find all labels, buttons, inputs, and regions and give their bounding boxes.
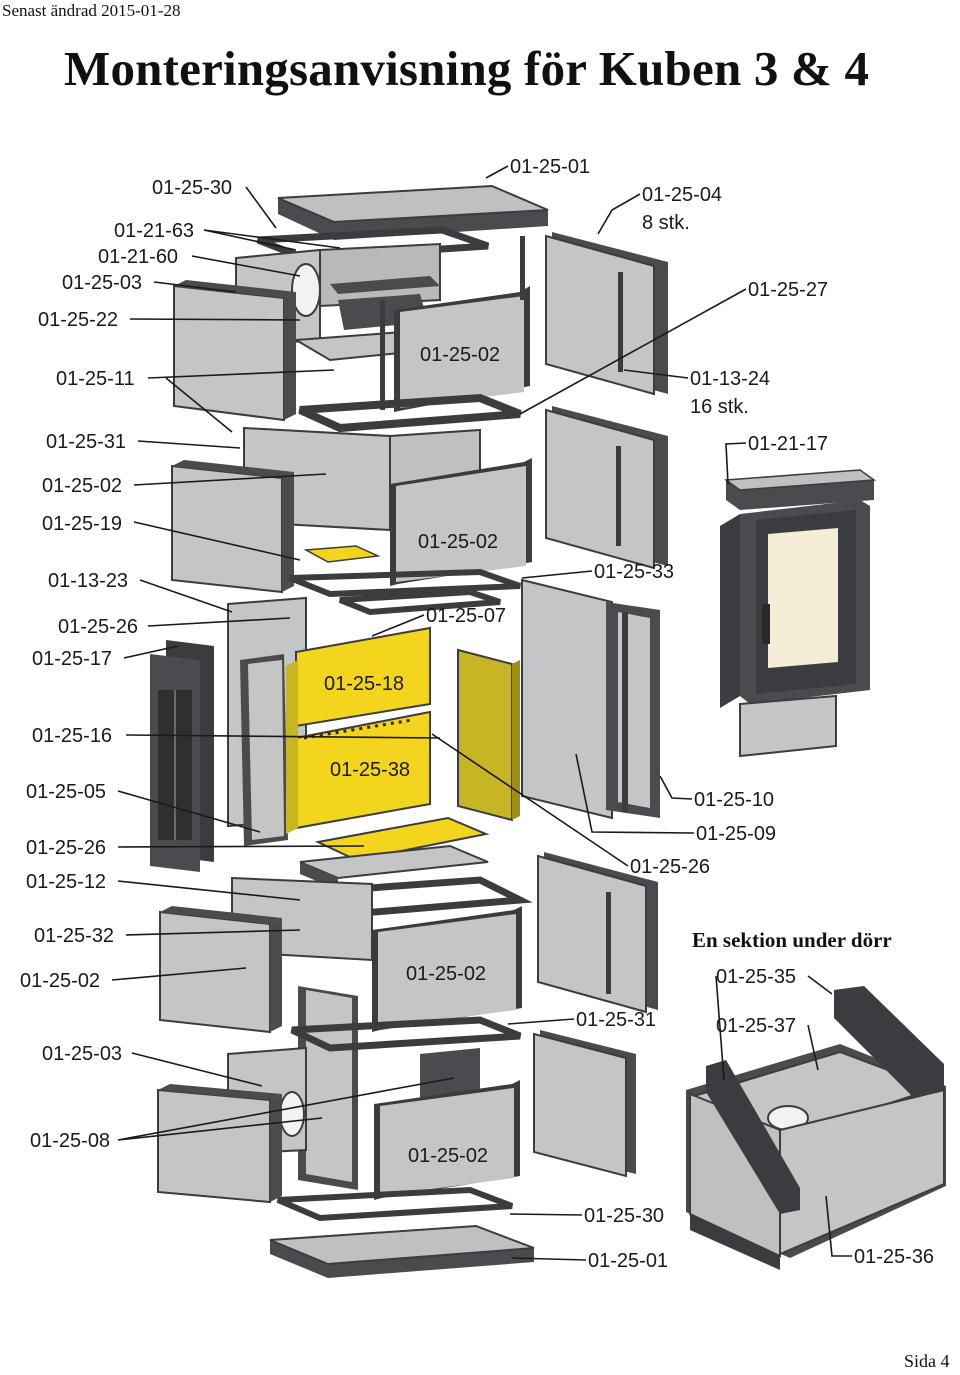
label-01-25-31-b: 01-25-31 xyxy=(576,1009,656,1031)
label-01-25-11: 01-25-11 xyxy=(56,368,135,390)
panel-label-01-25-18: 01-25-18 xyxy=(324,673,404,695)
label-01-21-63: 01-21-63 xyxy=(114,220,194,242)
label-01-13-24: 01-13-24 xyxy=(690,368,770,390)
label-01-25-01-b: 01-25-01 xyxy=(588,1250,668,1272)
label-01-25-37: 01-25-37 xyxy=(716,1015,796,1037)
label-01-25-31: 01-25-31 xyxy=(46,431,126,453)
label-01-25-35: 01-25-35 xyxy=(716,966,796,988)
label-01-25-22: 01-25-22 xyxy=(38,309,118,331)
panel-label-01-25-02-3: 01-25-02 xyxy=(406,963,486,985)
label-01-25-07: 01-25-07 xyxy=(426,605,506,627)
label-01-25-27: 01-25-27 xyxy=(748,279,828,301)
upper-module xyxy=(173,236,530,422)
label-01-13-23: 01-13-23 xyxy=(48,570,128,592)
label-01-25-10: 01-25-10 xyxy=(694,789,774,811)
firebox xyxy=(227,596,520,862)
label-01-25-26: 01-25-26 xyxy=(58,616,138,638)
label-01-25-09: 01-25-09 xyxy=(696,823,776,845)
label-8-stk: 8 stk. xyxy=(642,212,690,234)
top-cover xyxy=(277,184,549,240)
panel-label-01-25-02-2: 01-25-02 xyxy=(418,531,498,553)
stove-door xyxy=(720,469,877,758)
label-01-25-03: 01-25-03 xyxy=(62,272,142,294)
label-01-21-60: 01-21-60 xyxy=(98,246,178,268)
lower-module xyxy=(157,844,658,1278)
section-caption: En sektion under dörr xyxy=(692,928,892,952)
label-01-25-04: 01-25-04 xyxy=(642,184,722,206)
middle-frame xyxy=(298,393,522,433)
modified-date: Senast ändrad 2015-01-28 xyxy=(2,1,181,20)
left-door-frame xyxy=(150,640,214,872)
right-side-elements xyxy=(521,232,668,820)
label-01-21-17: 01-21-17 xyxy=(748,433,828,455)
leader-lines xyxy=(111,165,852,1261)
label-01-25-26-b: 01-25-26 xyxy=(26,837,106,859)
label-01-25-19: 01-25-19 xyxy=(42,513,122,535)
page-title: Monteringsanvisning för Kuben 3 & 4 xyxy=(64,41,870,96)
frame-07 xyxy=(288,568,521,616)
label-01-25-03-b: 01-25-03 xyxy=(42,1043,122,1065)
label-01-25-12: 01-25-12 xyxy=(26,871,106,893)
section-under-door xyxy=(686,986,946,1270)
panel-label-01-25-02-1: 01-25-02 xyxy=(420,344,500,366)
label-01-25-08: 01-25-08 xyxy=(30,1130,110,1152)
label-16-stk: 16 stk. xyxy=(690,396,749,418)
label-01-25-02: 01-25-02 xyxy=(42,475,122,497)
middle-module xyxy=(171,426,532,594)
label-01-25-36: 01-25-36 xyxy=(854,1246,934,1268)
panel-label-01-25-02-4: 01-25-02 xyxy=(408,1145,488,1167)
label-01-25-01: 01-25-01 xyxy=(510,156,590,178)
label-01-25-17: 01-25-17 xyxy=(32,648,112,670)
label-01-25-33: 01-25-33 xyxy=(594,561,674,583)
label-01-25-16: 01-25-16 xyxy=(32,725,112,747)
label-01-25-30-b: 01-25-30 xyxy=(584,1205,664,1227)
label-01-25-05: 01-25-05 xyxy=(26,781,106,803)
label-01-25-26-c: 01-25-26 xyxy=(630,856,710,878)
label-01-25-02-b: 01-25-02 xyxy=(20,970,100,992)
panel-label-01-25-38: 01-25-38 xyxy=(330,759,410,781)
page-number: Sida 4 xyxy=(904,1351,950,1371)
callout-labels: 01-25-30 01-21-63 01-21-60 01-25-03 01-2… xyxy=(20,156,934,1272)
label-01-25-30: 01-25-30 xyxy=(152,177,232,199)
label-01-25-32: 01-25-32 xyxy=(34,925,114,947)
